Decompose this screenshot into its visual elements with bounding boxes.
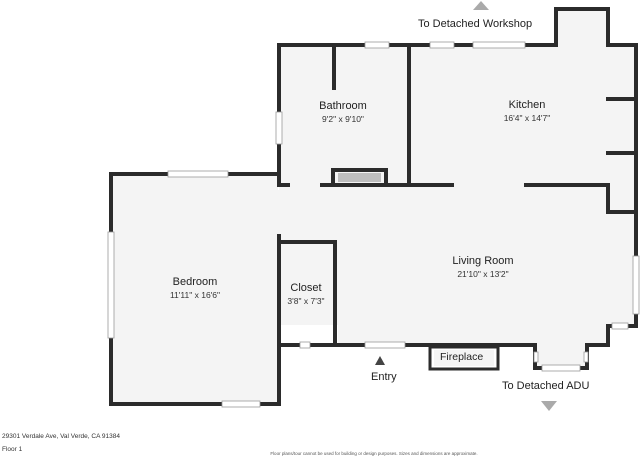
fireplace-inner [434,350,494,366]
floor-area [111,9,636,404]
room-bedroom: Bedroom 11'11" x 16'6" [170,276,220,300]
room-name: Kitchen [508,99,546,111]
entry-arrow-icon [375,356,385,365]
room-name: Bathroom [319,100,367,112]
room-dimensions: 21'10" x 13'2" [457,269,509,279]
workshop-label: To Detached Workshop [418,18,533,30]
fireplace [428,345,500,371]
room-kitchen: Kitchen 16'4" x 14'7" [504,99,551,123]
room-dimensions: 3'8" x 7'3" [287,296,325,306]
adu-label: To Detached ADU [502,380,590,392]
disclaimer: Floor plans/tour cannot be used for buil… [270,451,478,456]
room-dimensions: 16'4" x 14'7" [503,113,551,123]
room-living-room: Living Room 21'10" x 13'2" [452,255,513,279]
windows [107,41,640,408]
room-bathroom: Bathroom 9'2" x 9'10" [319,100,367,124]
entry-label: Entry [371,371,397,383]
room-closet: Closet 3'8" x 7'3" [287,282,324,306]
room-name: Living Room [452,255,514,267]
fireplace-label: Fireplace [440,351,484,363]
workshop-arrow-icon [473,1,489,10]
room-dimensions: 9'2" x 9'10" [322,114,364,124]
address: 29301 Verdale Ave, Val Verde, CA 91384 [2,433,120,440]
room-name: Bedroom [172,276,218,288]
room-dimensions: 11'11" x 16'6" [169,290,221,300]
chimney-hatch [338,173,381,182]
adu-arrow-icon [541,401,557,411]
door-openings [276,182,320,234]
room-name: Closet [290,282,322,294]
floor-label: Floor 1 [2,446,23,453]
